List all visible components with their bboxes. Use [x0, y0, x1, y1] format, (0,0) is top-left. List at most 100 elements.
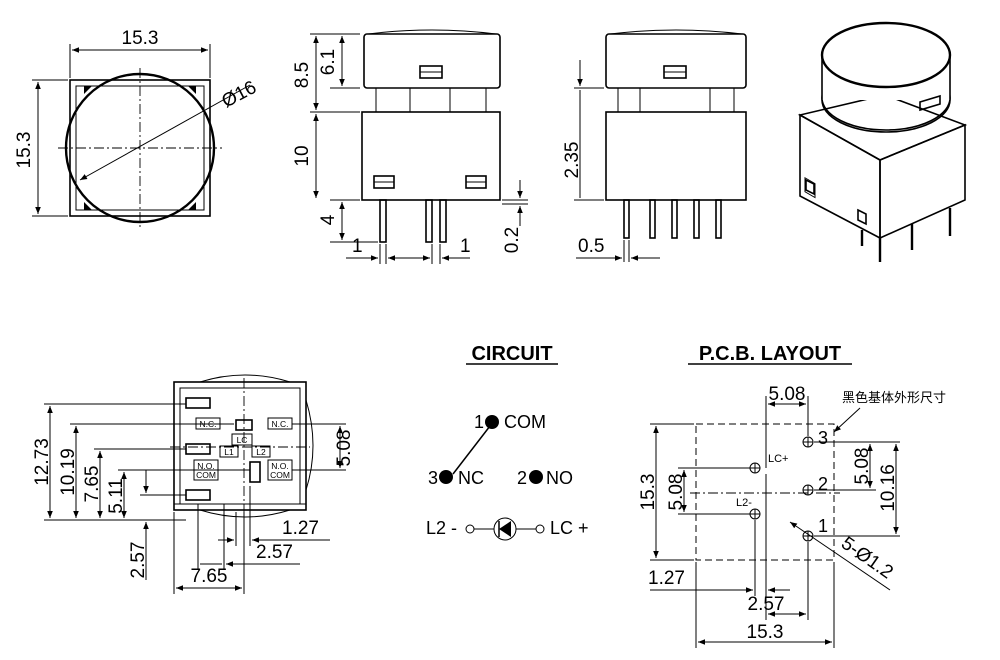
front-diameter-leader — [79, 84, 251, 181]
bottom-label-com-left: COM — [196, 470, 216, 480]
pcb-hole-1 — [802, 530, 814, 542]
side2-pin-4 — [693, 199, 700, 239]
pcb-hole-l2m-label: L2- — [736, 497, 752, 509]
iso-slot-a — [805, 178, 815, 196]
bottom-dim-257v: 2.57 — [128, 542, 149, 579]
circuit-switch-arm — [452, 425, 491, 475]
pcb-hole-2 — [802, 484, 814, 496]
bottom-label-l1: L1 — [224, 447, 234, 457]
iso-cap-top — [820, 21, 952, 89]
front-view: 15.3 15.3 Ø16 — [14, 28, 260, 228]
bottom-pin-c — [185, 489, 211, 501]
pcb-hole-l2m — [749, 508, 761, 520]
pcb-hole-3 — [802, 436, 814, 448]
iso-view — [797, 21, 968, 262]
pcb-section: P.C.B. LAYOUT 黑色基体外形尺寸 3 2 1 LC — [638, 343, 946, 648]
pcb-hole-1-label: 1 — [818, 516, 828, 536]
side1-dim-10: 10 — [292, 145, 313, 166]
circuit-pin1-num: 1 — [474, 412, 484, 432]
circuit-led-term-l — [465, 524, 475, 534]
iso-cap-window — [919, 94, 941, 112]
side2-cap-top — [609, 29, 743, 35]
pcb-title: P.C.B. LAYOUT — [699, 343, 841, 365]
circuit-pin2-num: 2 — [517, 468, 527, 488]
iso-cap-bottom-arc — [821, 99, 951, 133]
bottom-outer — [173, 381, 307, 511]
bottom-pin-a — [185, 397, 211, 409]
pcb-dim-right-508: 5.08 — [852, 448, 873, 485]
bottom-cap-arc-top — [199, 374, 291, 383]
bottom-dim-511: 5.11 — [106, 478, 127, 514]
pcb-hole-lcp-label: LC+ — [768, 453, 789, 465]
pcb-dim-top-508: 5.08 — [769, 384, 806, 405]
pcb-dim-holes: 5-Ø1.2 — [837, 533, 897, 584]
bottom-cap-arc-bot — [199, 509, 291, 518]
front-corner-bl — [84, 202, 92, 210]
front-corner-tr — [188, 86, 196, 94]
side-view-2: 2.35 0.5 — [562, 29, 747, 262]
bottom-label-no-left: N.O. — [197, 461, 214, 471]
bottom-box-lc — [231, 433, 253, 446]
circuit-title: CIRCUIT — [471, 343, 552, 365]
side2-pin-width: 0.5 — [578, 236, 604, 257]
bottom-label-no-right: N.O. — [271, 461, 288, 471]
pcb-dim-bottom-127: 1.27 — [648, 568, 685, 589]
bottom-dim-127: 1.27 — [282, 518, 319, 539]
side1-body — [361, 111, 501, 201]
bottom-box-l1 — [219, 445, 239, 458]
pcb-hole-2-label: 2 — [818, 474, 828, 494]
bottom-dim-765h: 7.65 — [191, 566, 228, 587]
bottom-label-l2: L2 — [256, 447, 266, 457]
bottom-label-lc: LC — [237, 435, 248, 445]
iso-cap-fill — [822, 55, 950, 100]
side1-cap-top — [367, 29, 497, 35]
circuit-pin1-dot — [485, 415, 499, 429]
front-width-dim: 15.3 — [122, 28, 159, 49]
side2-pin-5 — [715, 199, 722, 239]
pcb-dim-left-508: 5.08 — [666, 474, 687, 511]
side1-dim-61: 6.1 — [318, 49, 339, 75]
side2-stem — [617, 87, 735, 113]
pcb-outline — [695, 423, 835, 561]
side2-pin-3 — [671, 199, 678, 239]
circuit-led-triangle — [499, 521, 511, 537]
pcb-dim-bottom-153: 15.3 — [747, 622, 784, 643]
front-corner-br — [188, 202, 196, 210]
side2-body — [605, 111, 747, 201]
circuit-led-left: L2 - — [426, 518, 457, 538]
circuit-led-term-r — [535, 524, 545, 534]
bottom-label-com-right: COM — [270, 470, 290, 480]
circuit-led-right: LC + — [550, 518, 589, 538]
side1-pin-2 — [425, 199, 433, 243]
side1-dim-85: 8.5 — [292, 62, 313, 88]
bottom-dim-257h: 2.57 — [256, 542, 293, 563]
bottom-pin-b — [185, 443, 211, 455]
side2-pin-1 — [623, 199, 630, 239]
bottom-box-l2 — [251, 445, 271, 458]
side2-pin-2 — [649, 199, 656, 239]
front-diameter-dim: Ø16 — [218, 77, 260, 112]
circuit-pin3-num: 3 — [428, 468, 438, 488]
circuit-pin1-label: COM — [504, 412, 546, 432]
circuit-pin3-label: NC — [458, 468, 484, 488]
circuit-pin3-dot — [439, 470, 453, 484]
pcb-dim-left-153: 15.3 — [638, 474, 659, 511]
side2-height-dim: 2.35 — [562, 142, 583, 179]
bottom-cap-arc-right — [305, 399, 314, 491]
pcb-dim-bottom-257: 2.57 — [748, 594, 785, 615]
pcb-note-leader — [833, 407, 861, 433]
circuit-section: CIRCUIT 1 COM 3 NC 2 NO L2 - LC + — [426, 343, 589, 541]
bottom-dim-508: 5.08 — [334, 430, 355, 467]
side1-pin-1 — [379, 199, 387, 243]
pcb-dim-right-1016: 10.16 — [878, 464, 899, 512]
pcb-note: 黑色基体外形尺寸 — [842, 390, 946, 406]
side1-pin-width-left: 1 — [352, 236, 363, 257]
side2-cap — [605, 33, 747, 89]
pcb-holes-leader — [789, 521, 891, 591]
bottom-dim-1019: 10.19 — [58, 448, 79, 496]
bottom-pin-center — [249, 461, 261, 483]
bottom-label-nc-right: N.C. — [272, 419, 289, 429]
front-corner-tl — [84, 86, 92, 94]
